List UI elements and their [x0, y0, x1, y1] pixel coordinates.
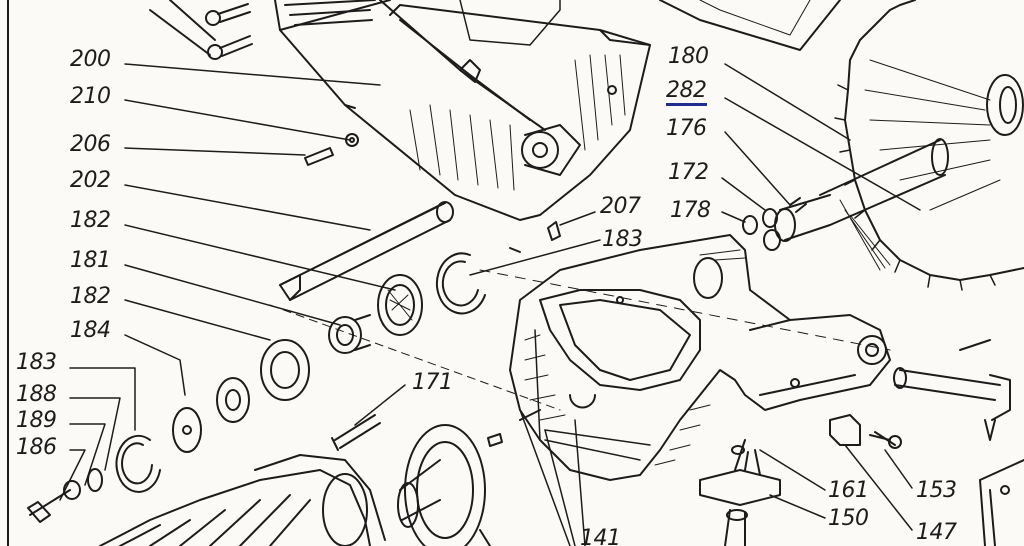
pulley-flange: [397, 424, 503, 546]
part-label-181: 181: [70, 248, 111, 273]
top-screws: [149, 0, 253, 60]
part-label-147: 147: [916, 520, 957, 545]
part-label-184: 184: [70, 318, 111, 343]
part-label-202: 202: [70, 168, 111, 193]
part-label-282-highlighted: 282: [666, 80, 707, 106]
part-label-183-second: 183: [602, 227, 643, 252]
right-side-parts: [699, 339, 1024, 546]
axis-line: [269, 304, 561, 411]
small-parts: [304, 133, 561, 253]
leader-lines: [59, 63, 921, 546]
top-right-plate: [659, 0, 841, 51]
part-label-150: 150: [828, 506, 869, 531]
part-label-176: 176: [666, 116, 707, 141]
part-label-183: 183: [16, 350, 57, 375]
part-label-207: 207: [600, 194, 641, 219]
bolt-171: [331, 414, 381, 451]
part-label-200: 200: [70, 47, 111, 72]
saw-blade: [834, 0, 1024, 291]
bearing-set: [27, 252, 486, 523]
part-label-182: 182: [70, 208, 111, 233]
part-label-178: 178: [670, 198, 711, 223]
part-label-206: 206: [70, 132, 111, 157]
guard-housing: [274, 0, 651, 221]
bracket-hatching: [524, 249, 746, 466]
hex-shaft: [279, 201, 454, 301]
part-label-161: 161: [828, 478, 869, 503]
part-label-186: 186: [16, 435, 57, 460]
part-label-188: 188: [16, 382, 57, 407]
part-label-210: 210: [70, 84, 111, 109]
part-label-171: 171: [412, 370, 453, 395]
motor-body: [99, 454, 386, 546]
part-label-180: 180: [668, 44, 709, 69]
part-label-153: 153: [916, 478, 957, 503]
main-bracket: [509, 234, 891, 481]
arbor-shaft: [742, 138, 949, 271]
housing-hatching: [409, 54, 626, 191]
part-label-172: 172: [668, 160, 709, 185]
part-label-141: 141: [580, 526, 621, 546]
part-label-189: 189: [16, 408, 57, 433]
part-label-182-second: 182: [70, 284, 111, 309]
